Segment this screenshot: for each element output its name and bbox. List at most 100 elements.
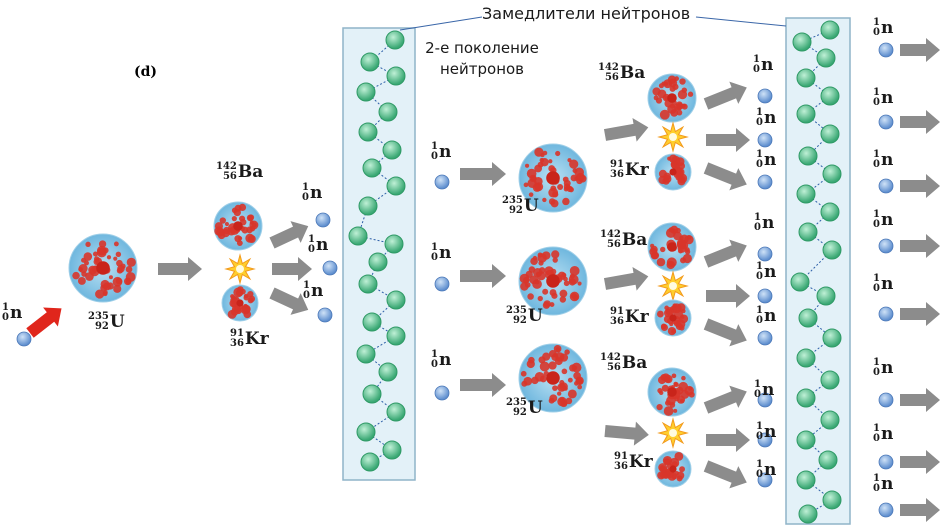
label-neutron-incoming-mass-number: 1: [2, 302, 9, 313]
output-neutron-2: [878, 178, 894, 194]
moderators-title: Замедлители нейтронов: [482, 4, 691, 23]
output-neutron-5: [878, 392, 894, 408]
arrow-to-uranium-top: [460, 162, 506, 186]
label-uranium-middle-mass-number: 235: [506, 305, 527, 316]
neutron-gen1-c: [317, 307, 333, 323]
moderator-block-1: [342, 27, 416, 481]
moderator-atom: [360, 52, 380, 72]
output-arrow-2: [900, 174, 940, 198]
label-barium-gen1-atomic-number: 56: [222, 171, 237, 182]
neutron-gen1-a: [315, 212, 331, 228]
label-output-neutron-0-mass-number: 1: [873, 17, 880, 28]
fission-flash-bottom: [657, 417, 689, 449]
label-neutron-gen3-0-symbol: n: [760, 54, 774, 75]
output-arrow-5: [900, 388, 940, 412]
label-uranium-top-symbol: U: [523, 195, 539, 216]
label-neutron-gen3-4-mass-number: 1: [756, 261, 763, 272]
label-neutron-gen3-1-mass-number: 1: [756, 107, 763, 118]
label-krypton-gen1-symbol: Kr: [244, 328, 269, 349]
label-krypton-bottom-symbol: Kr: [628, 451, 653, 472]
uranium-nucleus-bottom: [518, 343, 588, 413]
label-neutron-gen3-8-symbol: n: [763, 459, 777, 480]
moderator-atom: [820, 202, 840, 222]
emission-arrow-top-c: [703, 162, 747, 191]
neutron-gen2-middle: [434, 276, 450, 292]
output-neutron-0: [878, 42, 894, 58]
label-output-neutron-4-symbol: n: [880, 273, 894, 294]
label-barium-gen1-symbol: Ba: [237, 161, 264, 182]
neutron-gen2-bottom: [434, 385, 450, 401]
label-neutron-gen3-6-atomic-number: 0: [754, 389, 761, 400]
emission-arrow-middle-b: [706, 284, 750, 308]
label-output-neutron-6-mass-number: 1: [873, 423, 880, 434]
moderator-atom: [362, 158, 382, 178]
label-output-neutron-1-symbol: n: [880, 87, 894, 108]
emission-arrow-bottom-a: [703, 385, 747, 414]
label-barium-bottom-atomic-number: 56: [606, 362, 621, 373]
moderator-atom: [358, 274, 378, 294]
moderator-atom: [358, 196, 378, 216]
label-barium-top-mass-number: 142: [598, 62, 619, 73]
label-neutron-gen3-5-atomic-number: 0: [756, 315, 763, 326]
label-neutron-gen1-c-mass-number: 1: [303, 280, 310, 291]
label-neutron-gen1-c-atomic-number: 0: [303, 290, 310, 301]
moderator-atom: [822, 490, 842, 510]
label-neutron-gen3-6-mass-number: 1: [754, 379, 761, 390]
label-output-neutron-4-atomic-number: 0: [873, 283, 880, 294]
barium-fragment-top: [647, 73, 697, 123]
label-output-neutron-1-mass-number: 1: [873, 87, 880, 98]
moderator-atom: [796, 68, 816, 88]
label-neutron-incoming-atomic-number: 0: [2, 312, 9, 323]
label-neutron-gen3-1-atomic-number: 0: [756, 117, 763, 128]
output-neutron-3: [878, 238, 894, 254]
neutron-gen3-top-2: [757, 174, 773, 190]
label-output-neutron-3-atomic-number: 0: [873, 219, 880, 230]
krypton-fragment-middle: [654, 299, 692, 337]
label-neutron-gen3-1-symbol: n: [763, 107, 777, 128]
label-neutron-gen2-middle-symbol: n: [438, 242, 452, 263]
label-neutron-gen3-5-mass-number: 1: [756, 305, 763, 316]
label-output-neutron-7-symbol: n: [880, 473, 894, 494]
label-neutron-gen3-4-symbol: n: [763, 261, 777, 282]
moderator-atom: [386, 326, 406, 346]
label-uranium-middle-atomic-number: 92: [512, 315, 527, 326]
fission-flash-middle: [657, 270, 689, 302]
label-krypton-gen1-mass-number: 91: [230, 328, 244, 339]
emission-arrow-middle-c: [703, 318, 747, 347]
output-arrow-6: [900, 450, 940, 474]
incoming-neutron: [16, 331, 32, 347]
uranium-nucleus-gen1: [68, 233, 138, 303]
output-neutron-7: [878, 502, 894, 518]
moderator-atom: [798, 504, 818, 524]
moderator-atom: [816, 48, 836, 68]
label-neutron-gen2-top-symbol: n: [438, 141, 452, 162]
arrow-to-uranium-bottom: [460, 373, 506, 397]
uranium-nucleus-top: [518, 143, 588, 213]
label-krypton-top-mass-number: 91: [610, 159, 624, 170]
label-neutron-gen3-7-atomic-number: 0: [756, 431, 763, 442]
